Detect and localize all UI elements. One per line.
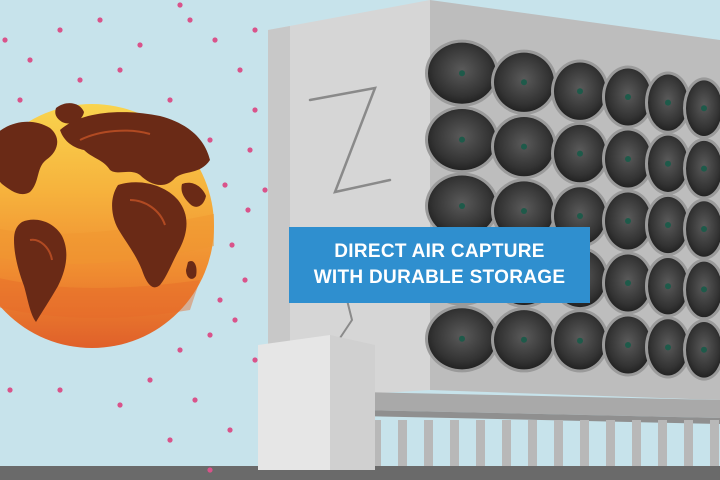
support-leg	[684, 420, 693, 466]
fan-icon	[683, 319, 720, 381]
fan-icon	[491, 49, 557, 115]
fan-icon	[645, 132, 691, 195]
fan-icon	[602, 189, 654, 253]
co2-particle	[207, 137, 213, 143]
co2-particle	[207, 332, 213, 338]
caption-box: DIRECT AIR CAPTURE WITH DURABLE STORAGE	[289, 227, 590, 303]
support-leg	[580, 420, 589, 466]
caption-line-1: DIRECT AIR CAPTURE	[334, 241, 545, 262]
co2-particle	[7, 387, 13, 393]
co2-particle	[232, 317, 238, 323]
support-leg	[476, 420, 485, 466]
co2-particle	[2, 37, 8, 43]
co2-particle	[252, 107, 258, 113]
co2-particle	[177, 2, 183, 8]
co2-particles	[2, 2, 268, 473]
fan-grid	[425, 39, 720, 381]
fan-icon	[425, 172, 499, 240]
co2-particle	[192, 397, 198, 403]
support-leg	[658, 420, 667, 466]
co2-particle	[217, 297, 223, 303]
co2-particle	[57, 387, 63, 393]
support-leg	[424, 420, 433, 466]
co2-particle	[247, 147, 253, 153]
co2-particle	[17, 97, 23, 103]
co2-particle	[167, 437, 173, 443]
support-leg	[632, 420, 641, 466]
co2-particle	[262, 187, 268, 193]
fan-icon	[645, 71, 691, 134]
co2-particle	[229, 242, 235, 248]
fan-icon	[551, 59, 609, 123]
co2-particle	[57, 27, 63, 33]
ground	[0, 466, 720, 480]
support-leg	[398, 420, 407, 466]
fan-icon	[683, 198, 720, 260]
co2-particle	[177, 347, 183, 353]
support-leg	[372, 420, 381, 466]
fan-icon	[425, 106, 499, 174]
fan-icon	[491, 307, 557, 373]
fan-icon	[551, 309, 609, 373]
support-leg	[528, 420, 537, 466]
support-legs	[372, 420, 719, 466]
co2-particle	[27, 57, 33, 63]
co2-particle	[227, 427, 233, 433]
support-leg	[606, 420, 615, 466]
caption-line-2: WITH DURABLE STORAGE	[313, 267, 566, 288]
co2-particle	[252, 27, 258, 33]
co2-particle	[117, 67, 123, 73]
fan-icon	[645, 255, 691, 318]
support-leg	[450, 420, 459, 466]
fan-icon	[683, 77, 720, 139]
co2-particle	[245, 207, 251, 213]
fan-icon	[602, 313, 654, 377]
fan-icon	[683, 258, 720, 321]
co2-particle	[222, 182, 228, 188]
support-leg	[710, 420, 719, 466]
co2-particle	[237, 67, 243, 73]
fan-icon	[645, 193, 691, 257]
fan-icon	[425, 305, 499, 373]
support-leg	[502, 420, 511, 466]
fan-icon	[551, 121, 609, 186]
fan-icon	[425, 39, 499, 107]
fan-icon	[491, 113, 557, 180]
co2-particle	[242, 277, 248, 283]
co2-particle	[137, 42, 143, 48]
co2-particle	[207, 467, 213, 473]
co2-particle	[97, 17, 103, 23]
fan-icon	[602, 127, 654, 191]
co2-particle	[187, 17, 193, 23]
co2-particle	[212, 37, 218, 43]
earth-globe-icon	[0, 103, 214, 348]
fan-icon	[683, 137, 720, 200]
co2-particle	[252, 357, 258, 363]
co2-particle	[167, 97, 173, 103]
fan-icon	[645, 316, 691, 379]
co2-particle	[117, 402, 123, 408]
co2-particle	[77, 77, 83, 83]
support-leg	[554, 420, 563, 466]
co2-particle	[147, 377, 153, 383]
fan-icon	[602, 251, 654, 315]
fan-icon	[602, 65, 654, 129]
